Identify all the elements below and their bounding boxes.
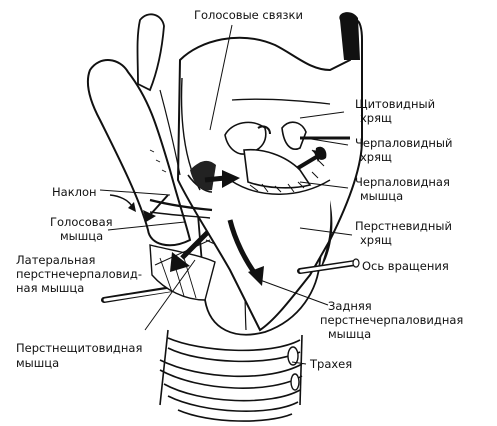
label-vocal-muscle-2: мышца — [60, 229, 103, 243]
label-vocal-cords: Голосовые связки — [194, 8, 303, 22]
labels: Голосовые связки Щитовидный хрящ Черпало… — [16, 8, 463, 371]
label-lateral-3: ная мышца — [16, 281, 84, 295]
label-arytenoid-muscle-1: Черпаловидная — [355, 175, 450, 189]
label-arytenoid-cartilage-1: Черпаловидный — [355, 136, 453, 150]
cricothyroid-muscle — [149, 244, 216, 301]
label-posterior-3: мышца — [328, 327, 371, 341]
action-arrows — [109, 150, 322, 286]
label-arytenoid-cartilage-2: хрящ — [360, 150, 392, 164]
label-posterior-1: Задняя — [328, 299, 372, 313]
arytenoid-cartilages — [224, 121, 312, 189]
label-vocal-muscle-1: Голосовая — [50, 215, 113, 229]
label-cricoid-cartilage-2: хрящ — [360, 233, 392, 247]
label-rotation-axis: Ось вращения — [362, 259, 449, 273]
label-lateral-2: перстнечерпаловид- — [16, 267, 142, 281]
epiglottis-tip — [136, 13, 165, 92]
vocal-fold-shading — [190, 160, 216, 191]
label-cricothyroid-1: Перстнещитовидная — [16, 341, 142, 355]
label-lateral-1: Латеральная — [16, 253, 95, 267]
label-tilt: Наклон — [52, 185, 97, 199]
label-thyroid-cartilage-2: хрящ — [360, 111, 392, 125]
label-thyroid-cartilage-1: Щитовидный — [355, 97, 435, 111]
leader-lines — [99, 24, 353, 365]
label-cricothyroid-2: мышца — [16, 356, 59, 370]
label-posterior-2: перстнечерпаловидная — [320, 313, 463, 327]
label-arytenoid-muscle-2: мышца — [360, 189, 403, 203]
trachea-right-edge — [287, 346, 300, 391]
thyroid-superior-horn — [339, 12, 360, 61]
label-cricoid-cartilage-1: Перстневидный — [355, 219, 452, 233]
trachea — [159, 329, 303, 422]
label-trachea: Трахея — [309, 357, 352, 371]
